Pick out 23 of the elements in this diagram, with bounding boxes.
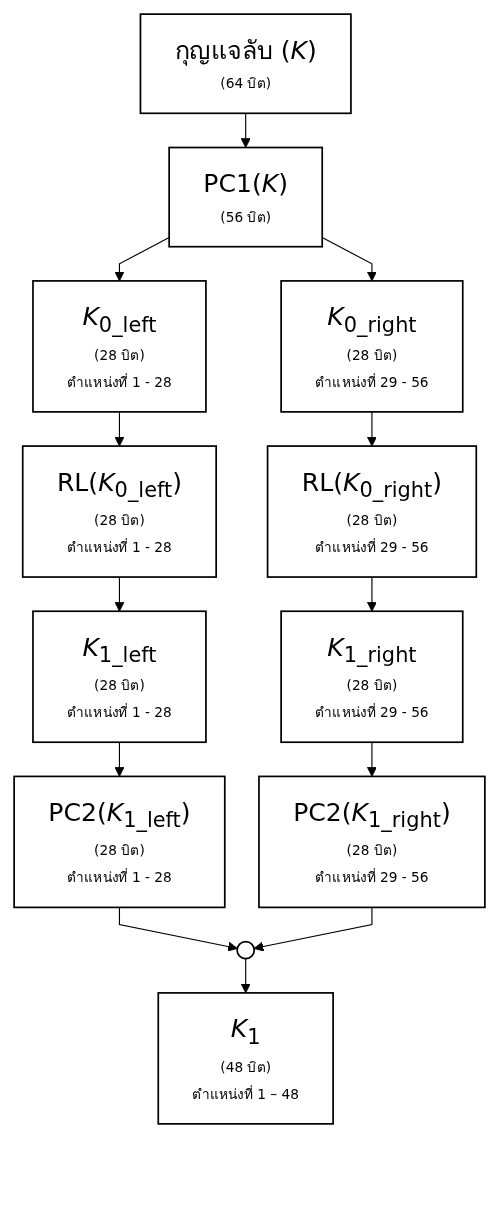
node-box: RL(K$_{0_left}$) (28 บิต) ตำแหน่งที่ 1 - 28 — [21, 445, 218, 578]
node-box: RL(K$_{0_right}$) (28 บิต) ตำแหน่งที่ 29 - 56 — [266, 445, 478, 578]
node-box: PC1(K) (56 บิต) — [168, 146, 324, 248]
node-circle — [236, 940, 256, 960]
node-box: K$_{1_left}$ (28 บิต) ตำแหน่งที่ 1 - 28 — [32, 610, 207, 744]
arrow — [118, 906, 238, 952]
node-box: กุญแจลับ (K) (64 บิต) — [139, 13, 352, 115]
arrow — [253, 906, 373, 952]
arrow — [114, 236, 170, 282]
arrow — [114, 576, 125, 612]
arrow — [366, 741, 377, 777]
node-box: PC2(K$_{1_left}$) (28 บิต) ตำแหน่งที่ 1 - 28 — [13, 775, 226, 909]
node-box: K$_{1_right}$ (28 บิต) ตำแหน่งที่ 29 - 56 — [280, 610, 464, 744]
arrow — [366, 411, 377, 447]
arrow — [240, 958, 251, 994]
arrow — [366, 576, 377, 612]
node-box: K$_{0_right}$ (28 บิต) ตำแหน่งที่ 29 - 56 — [280, 280, 464, 413]
node-box: K$_{0_left}$ (28 บิต) ตำแหน่งที่ 1 - 28 — [32, 280, 207, 413]
arrow — [114, 411, 125, 447]
node-box: K$_{1}$ (48 บิต) ตำแหน่งที่ 1 – 48 — [157, 992, 334, 1125]
node-box: PC2(K$_{1_right}$) (28 บิต) ตำแหน่งที่ 29 - 56 — [258, 775, 486, 909]
arrow — [240, 112, 251, 148]
arrow — [114, 741, 125, 777]
